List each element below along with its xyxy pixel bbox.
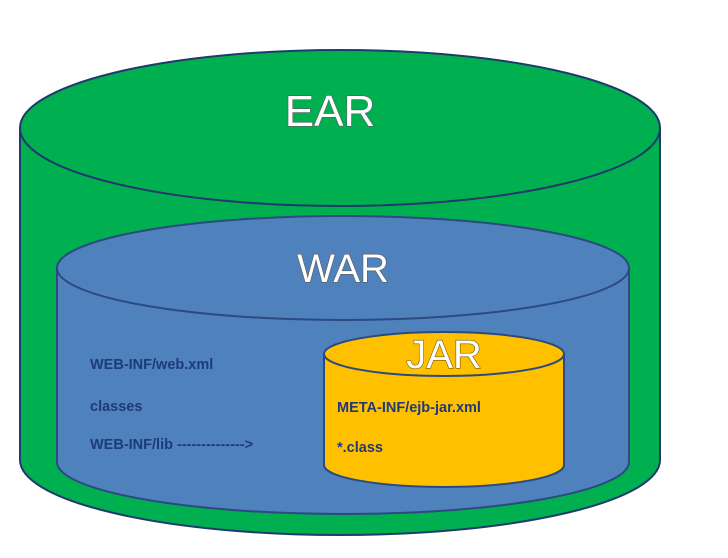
war-item-web-xml: WEB-INF/web.xml bbox=[90, 357, 213, 373]
jar-cylinder: JAR META-INF/ejb-jar.xml *.class bbox=[323, 331, 565, 488]
war-cylinder-top bbox=[56, 215, 630, 321]
jar-title: JAR bbox=[406, 333, 482, 377]
war-title: WAR bbox=[297, 247, 389, 291]
jar-item-class: *.class bbox=[337, 440, 383, 456]
jar-cylinder-top bbox=[323, 331, 565, 377]
jar-item-ejb-jar-xml: META-INF/ejb-jar.xml bbox=[337, 400, 481, 416]
ear-title: EAR bbox=[285, 87, 375, 136]
ear-cylinder-top bbox=[19, 49, 661, 207]
jar-cylinder-body bbox=[323, 353, 565, 488]
war-item-classes: classes bbox=[90, 399, 142, 415]
war-item-lib: WEB-INF/lib --------------> bbox=[90, 437, 253, 453]
